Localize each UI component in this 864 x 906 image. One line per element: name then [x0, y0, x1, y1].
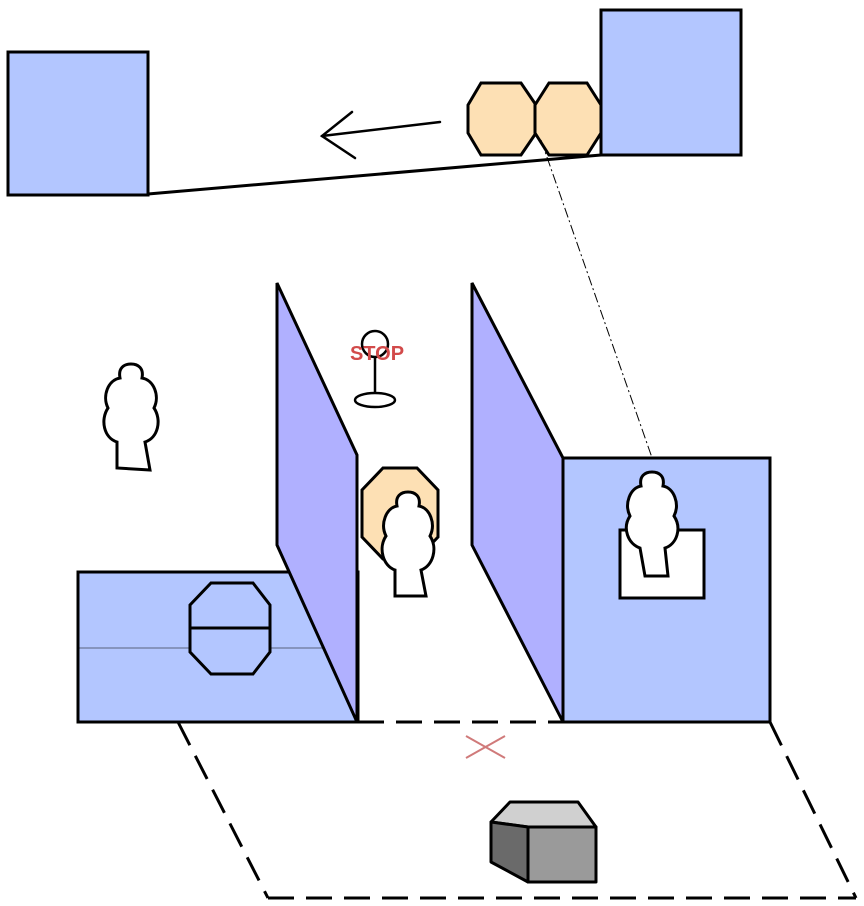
- top-right-box: [599, 8, 743, 157]
- arrow-left-icon: [319, 110, 442, 160]
- x-mark-icon: [465, 735, 506, 759]
- stop-sign: STOP: [350, 329, 404, 409]
- dashed-floor-area: [176, 720, 858, 900]
- top-conveyor-scene: [6, 8, 743, 197]
- person-figure-right: [624, 470, 680, 578]
- octagon-item-2: [533, 81, 603, 157]
- right-panel: [470, 282, 565, 723]
- left-panel: [275, 282, 359, 723]
- person-figure-left: [102, 362, 160, 472]
- octagon-item-1: [466, 81, 538, 157]
- cube-icon: [489, 800, 598, 884]
- projection-line: [540, 139, 658, 473]
- person-figure-center: [380, 490, 436, 598]
- conveyor-line: [147, 153, 602, 196]
- top-left-box: [6, 50, 150, 197]
- stop-sign-label: STOP: [350, 343, 404, 365]
